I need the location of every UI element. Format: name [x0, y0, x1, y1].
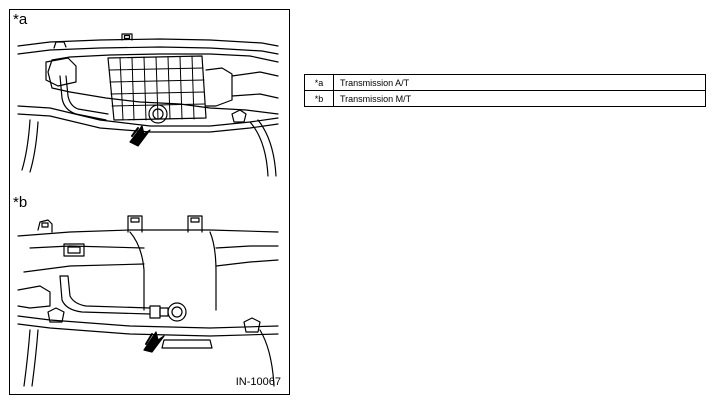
- figure-code: IN-10067: [235, 376, 281, 388]
- legend-key: *b: [304, 90, 334, 107]
- legend-table: *a Transmission A/T *b Transmission M/T: [304, 74, 706, 107]
- panel-b-drawing: [17, 215, 279, 387]
- legend-key: *a: [304, 74, 334, 91]
- panel-a-drawing: [17, 33, 279, 177]
- illustration-figure: *a *b IN-10067: [9, 9, 290, 395]
- transmission-line-drawings: [17, 33, 279, 387]
- panel-b-label: *b: [13, 194, 28, 211]
- legend-row: *a Transmission A/T: [304, 74, 706, 91]
- legend-value: Transmission A/T: [333, 74, 706, 91]
- panel-a-label: *a: [13, 11, 28, 28]
- legend-value: Transmission M/T: [333, 90, 706, 107]
- legend-row: *b Transmission M/T: [304, 90, 706, 107]
